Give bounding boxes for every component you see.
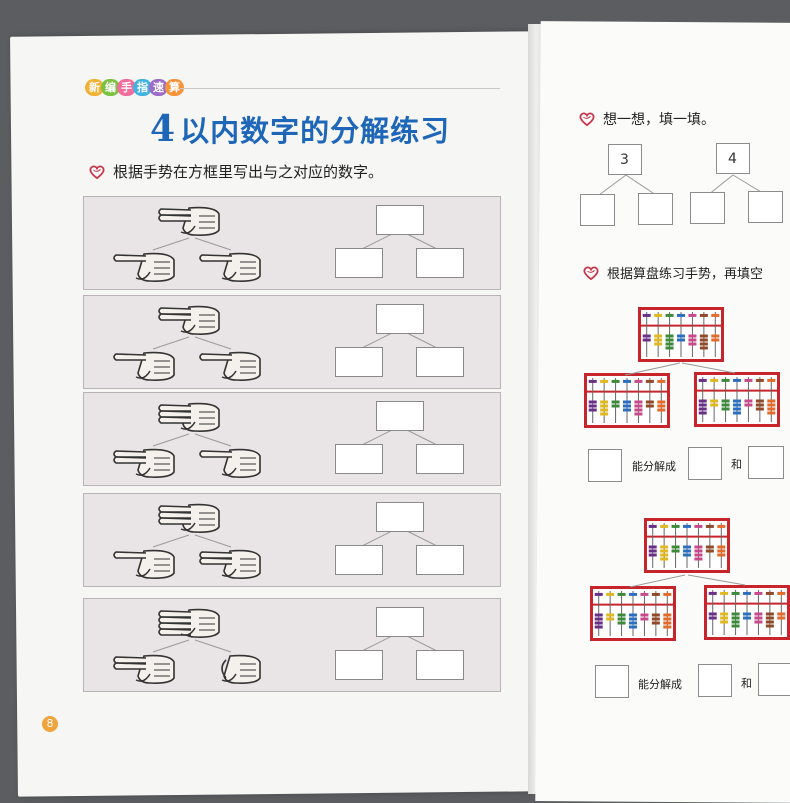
abacus-icon xyxy=(584,373,670,428)
answer-box[interactable] xyxy=(748,446,784,479)
answer-box[interactable] xyxy=(376,502,424,532)
answer-box[interactable] xyxy=(335,444,383,474)
hand-gesture-icon xyxy=(110,248,178,288)
heart-icon xyxy=(89,165,105,179)
answer-box[interactable] xyxy=(580,194,615,226)
answer-box[interactable] xyxy=(376,401,424,431)
answer-box[interactable] xyxy=(688,447,722,480)
badge-char: 新 xyxy=(85,79,104,96)
answer-box[interactable] xyxy=(376,205,424,235)
answer-box[interactable] xyxy=(638,193,673,225)
badge-char: 手 xyxy=(117,79,136,96)
answer-box[interactable] xyxy=(335,248,383,278)
abacus-icon xyxy=(704,585,790,640)
hand-gesture-icon xyxy=(196,545,264,585)
think-instruction: 想一想，填一填。 xyxy=(603,112,715,128)
answer-box[interactable] xyxy=(416,545,464,575)
badge-char: 编 xyxy=(101,79,120,96)
page-number: 8 xyxy=(42,716,58,732)
answer-box[interactable] xyxy=(416,650,464,680)
series-badge: 新编手指速算 xyxy=(85,79,184,96)
abacus-icon xyxy=(638,307,724,362)
answer-box[interactable] xyxy=(758,663,790,696)
and-label: 和 xyxy=(741,677,752,690)
hand-gesture-icon xyxy=(110,347,178,387)
hand-gesture-icon xyxy=(155,202,223,242)
tree-top-box[interactable]: 4 xyxy=(716,143,750,174)
abacus-icon xyxy=(644,518,730,573)
abacus-icon xyxy=(694,372,780,427)
badge-char: 算 xyxy=(165,79,184,96)
hand-gesture-icon xyxy=(110,444,178,484)
and-label: 和 xyxy=(731,458,742,471)
answer-box[interactable] xyxy=(416,444,464,474)
hand-gesture-icon xyxy=(110,650,178,690)
hand-gesture-icon xyxy=(110,545,178,585)
answer-box[interactable] xyxy=(698,664,732,697)
tree-top-box[interactable]: 3 xyxy=(608,144,642,175)
heart-icon xyxy=(579,112,595,126)
answer-box[interactable] xyxy=(416,248,464,278)
tree-top-number: 3 xyxy=(620,152,629,168)
answer-box[interactable] xyxy=(335,545,383,575)
answer-box[interactable] xyxy=(335,650,383,680)
hand-gesture-icon xyxy=(155,398,223,438)
heart-icon xyxy=(583,266,599,280)
abacus-instruction: 根据算盘练习手势，再填空 xyxy=(607,267,764,282)
answer-box[interactable] xyxy=(376,304,424,334)
hand-gesture-icon xyxy=(155,301,223,341)
badge-char: 指 xyxy=(133,79,152,96)
tree-top-number: 4 xyxy=(728,151,737,167)
answer-box[interactable] xyxy=(416,347,464,377)
hand-gesture-icon xyxy=(196,444,264,484)
instruction-text: 根据手势在方框里写出与之对应的数字。 xyxy=(113,163,384,181)
title-number: 4 xyxy=(150,108,177,150)
decompose-label: 能分解成 xyxy=(632,460,676,473)
answer-box[interactable] xyxy=(595,665,629,698)
hand-gesture-icon xyxy=(196,347,264,387)
abacus-connectors xyxy=(624,362,746,588)
hand-gesture-icon xyxy=(196,248,264,288)
answer-box[interactable] xyxy=(376,607,424,637)
answer-box[interactable] xyxy=(335,347,383,377)
abacus-icon xyxy=(590,586,676,641)
hand-gesture-icon xyxy=(196,650,264,690)
header-divider xyxy=(180,88,500,89)
answer-box[interactable] xyxy=(588,449,622,482)
answer-box[interactable] xyxy=(748,191,783,223)
answer-box[interactable] xyxy=(690,192,725,224)
decompose-label: 能分解成 xyxy=(638,678,682,691)
hand-gesture-icon xyxy=(155,604,223,644)
badge-char: 速 xyxy=(149,79,168,96)
title-text: 以内数字的分解练习 xyxy=(180,114,451,148)
hand-gesture-icon xyxy=(155,499,223,539)
